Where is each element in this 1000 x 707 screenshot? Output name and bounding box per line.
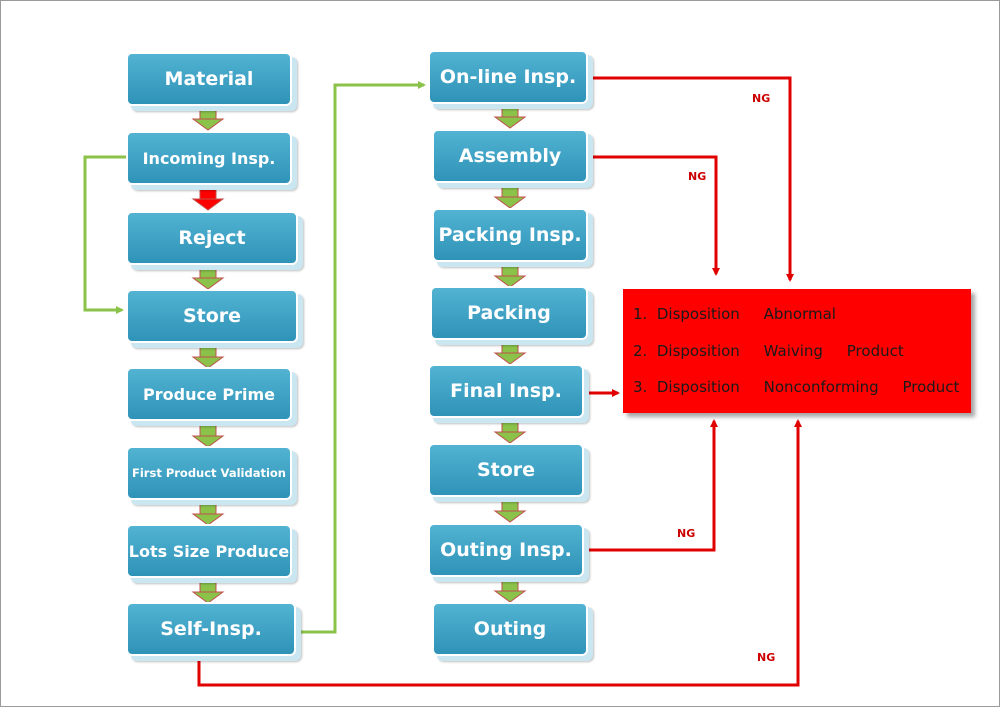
ng-assembly-connector bbox=[592, 155, 720, 276]
flow-arrow bbox=[191, 500, 225, 526]
ng-online-connector bbox=[592, 76, 794, 282]
ng-label-outing: NG bbox=[677, 527, 696, 540]
self-to-online-connector bbox=[297, 81, 426, 634]
ng-self-connector bbox=[197, 419, 802, 687]
flow-arrow bbox=[191, 422, 225, 448]
step-outing: Outing bbox=[432, 602, 588, 656]
flow-arrow bbox=[493, 339, 527, 365]
flow-arrows-left bbox=[191, 105, 225, 604]
ng-label-assembly: NG bbox=[688, 170, 707, 183]
flow-arrow bbox=[493, 577, 527, 603]
step-incoming-insp: Incoming Insp. bbox=[126, 131, 292, 185]
ng-label-online: NG bbox=[752, 92, 771, 105]
flow-arrow bbox=[493, 183, 527, 209]
flow-arrows-mid bbox=[493, 103, 527, 603]
step-assembly: Assembly bbox=[432, 129, 588, 183]
step-produce-prime: Produce Prime bbox=[126, 367, 292, 421]
step-self-insp: Self-Insp. bbox=[126, 602, 296, 656]
flow-arrow bbox=[493, 497, 527, 523]
flow-arrow bbox=[493, 103, 527, 129]
flow-arrow bbox=[191, 578, 225, 604]
flow-arrow bbox=[191, 264, 225, 290]
incoming-to-store-connector bbox=[83, 155, 126, 314]
flow-arrow bbox=[493, 262, 527, 288]
disposition-abnormal: 1. Disposition Abnormal bbox=[633, 305, 836, 323]
disposition-waiving: 2. Disposition Waiving Product bbox=[633, 342, 904, 360]
step-material: Material bbox=[126, 52, 292, 106]
step-first-product-validation: First Product Validation bbox=[126, 446, 292, 500]
step-store-mid: Store bbox=[428, 443, 584, 497]
step-final-insp: Final Insp. bbox=[428, 364, 584, 418]
ng-label-self: NG bbox=[757, 651, 776, 664]
step-store-left: Store bbox=[126, 289, 298, 343]
disposition-nonconforming: 3. Disposition Nonconforming Product bbox=[633, 378, 960, 396]
step-outing-insp: Outing Insp. bbox=[428, 523, 584, 577]
step-lots-size-produce: Lots Size Produce bbox=[126, 524, 292, 578]
ng-outing-connector bbox=[584, 419, 718, 552]
reject-arrow bbox=[191, 185, 225, 211]
step-reject: Reject bbox=[126, 211, 298, 265]
flow-arrow bbox=[191, 343, 225, 369]
step-online-insp: On-line Insp. bbox=[428, 50, 588, 104]
flow-arrow bbox=[191, 105, 225, 131]
step-packing: Packing bbox=[430, 286, 588, 340]
disposition-box: 1. Disposition Abnormal 2. Disposition W… bbox=[623, 289, 971, 413]
step-packing-insp: Packing Insp. bbox=[432, 208, 588, 262]
flow-arrow bbox=[493, 418, 527, 444]
